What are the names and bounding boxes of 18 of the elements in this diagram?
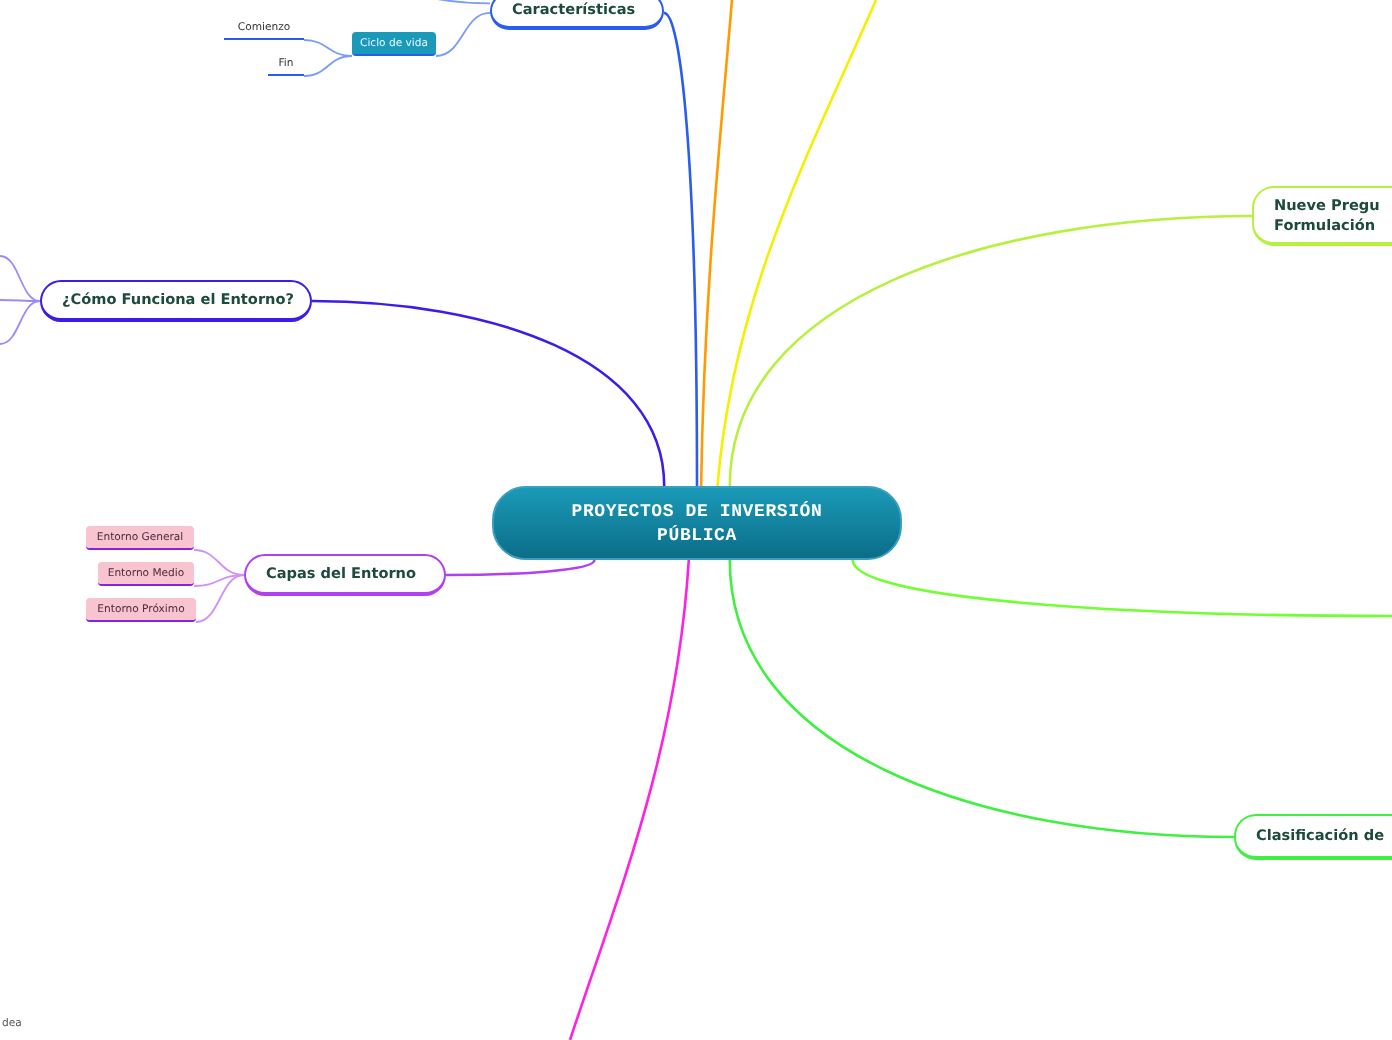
branch-line	[728, 559, 1235, 839]
branch-line	[303, 39, 353, 57]
branch-line	[193, 574, 245, 587]
branch-line	[728, 214, 1253, 487]
branch-line	[195, 574, 245, 623]
branch-line	[435, 12, 491, 57]
branch-line	[568, 559, 691, 1040]
branch-line	[716, 0, 878, 487]
branch-line	[851, 559, 1392, 618]
branch-line	[303, 55, 353, 77]
branch-line	[699, 0, 734, 487]
branch-line	[0, 300, 41, 345]
branch-line	[0, 255, 41, 302]
branch-line	[446, 559, 596, 577]
branch-line	[663, 11, 699, 486]
branch-line	[311, 299, 666, 487]
central-topic: PROYECTOS DE INVERSIÓN PÚBLICA	[492, 486, 902, 560]
branch-line	[0, 299, 41, 302]
